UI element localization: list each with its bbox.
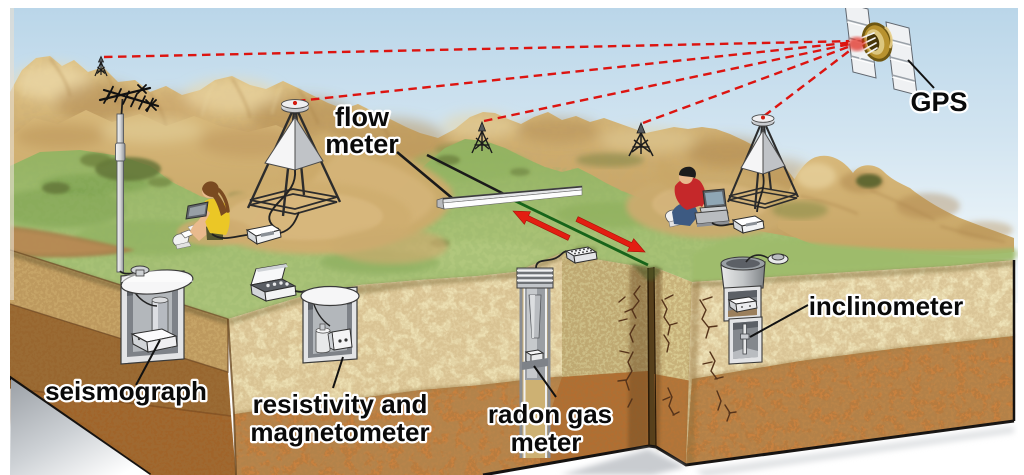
- svg-text:seismograph: seismograph: [45, 376, 207, 406]
- svg-text:flow: flow: [335, 102, 390, 132]
- svg-text:resistivity and: resistivity and: [253, 389, 428, 419]
- svg-text:inclinometer: inclinometer: [809, 291, 964, 321]
- svg-text:magnetometer: magnetometer: [250, 417, 429, 447]
- svg-text:meter: meter: [325, 129, 399, 159]
- svg-text:meter: meter: [511, 427, 582, 457]
- svg-text:radon gas: radon gas: [488, 399, 612, 429]
- svg-text:GPS: GPS: [910, 87, 967, 117]
